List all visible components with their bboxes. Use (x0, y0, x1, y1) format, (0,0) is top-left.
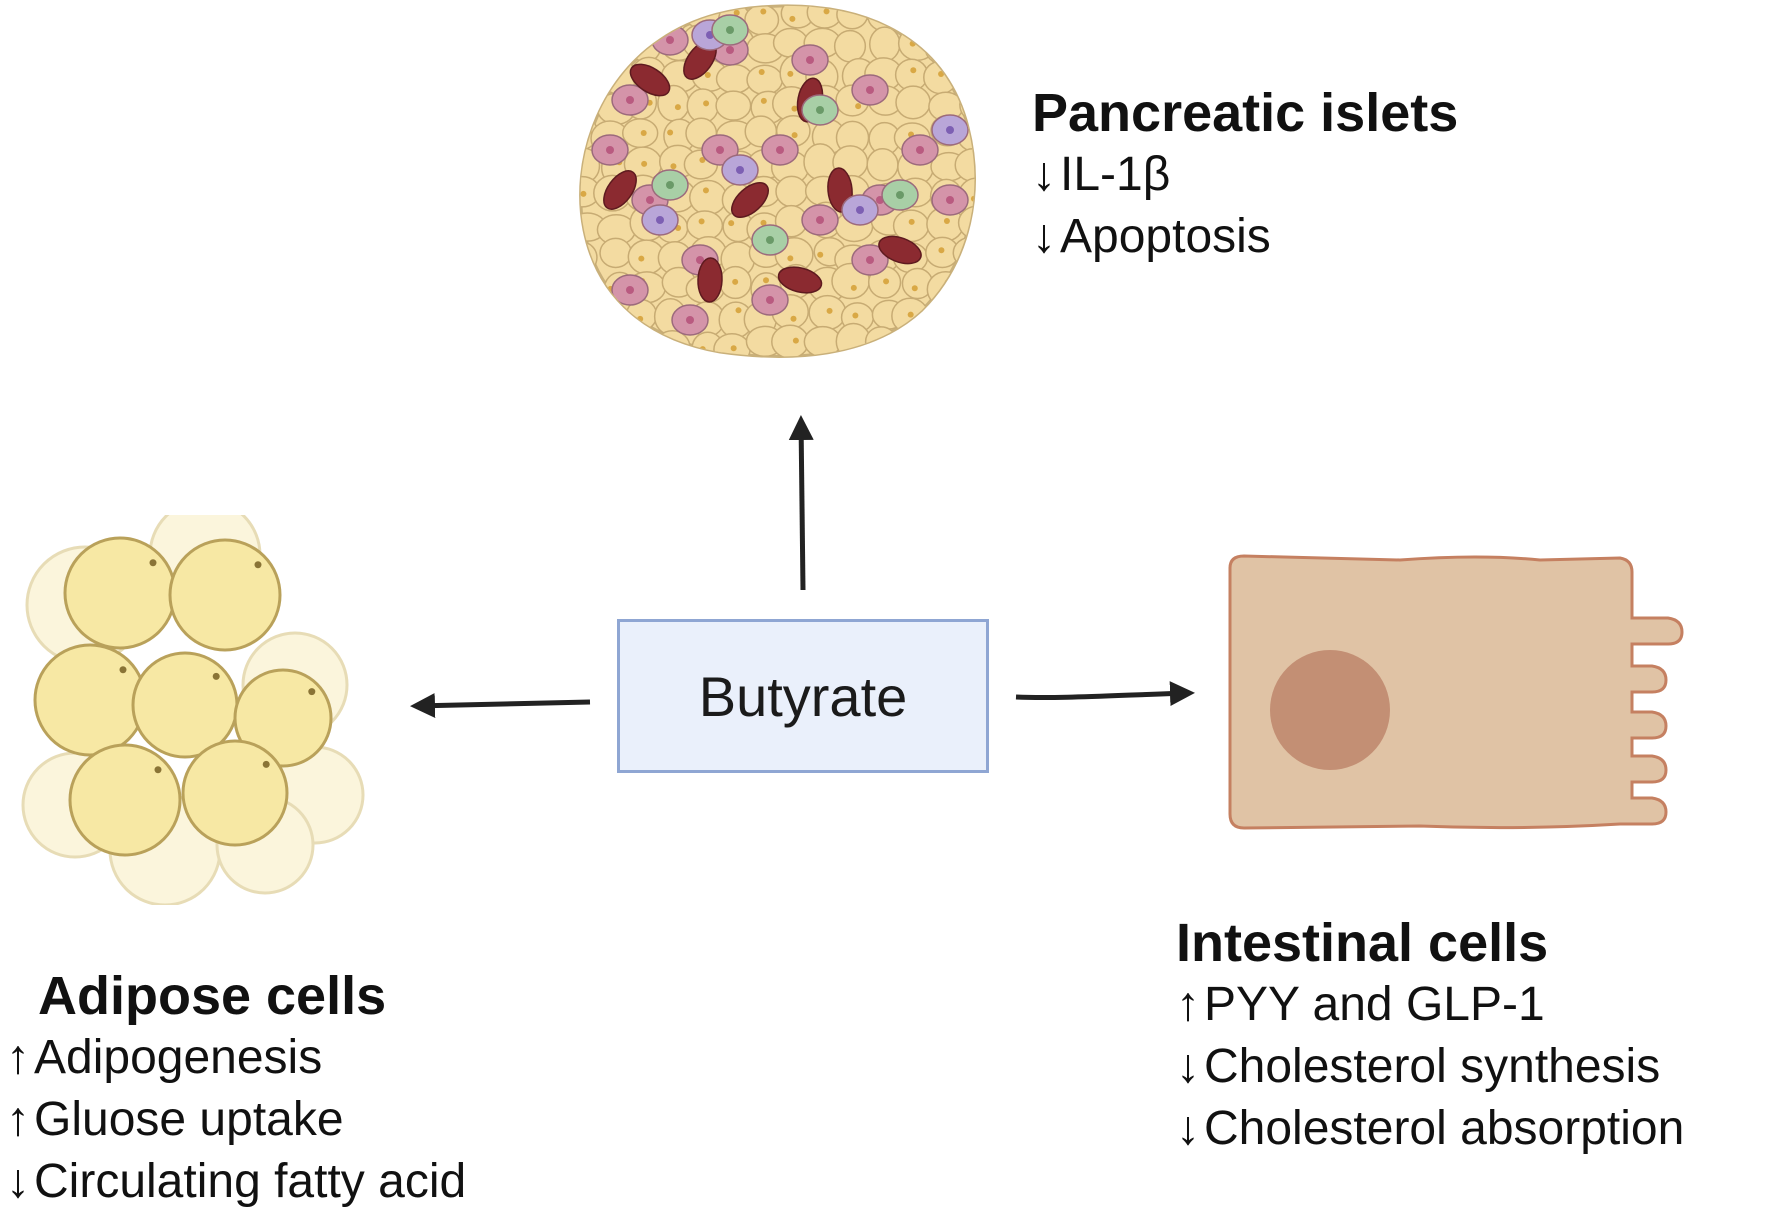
arrow-to-intestinal (1015, 681, 1195, 707)
down-arrow-icon: ↓ (1176, 1102, 1200, 1156)
intestinal-effect-text: Cholesterol synthesis (1204, 1040, 1661, 1094)
adipose-effect-0: ↑Adipogenesis (6, 1027, 466, 1089)
adipose-effect-2: ↓Circulating fatty acid (6, 1151, 466, 1213)
down-arrow-icon: ↓ (1176, 1040, 1200, 1094)
adipose-cluster-icon (21, 515, 365, 905)
arrow-to-pancreas (788, 415, 814, 591)
up-arrow-icon: ↑ (1176, 978, 1200, 1032)
arrow-to-adipose (410, 693, 591, 719)
intestinal-effect-2: ↓Cholesterol absorption (1176, 1098, 1684, 1160)
pancreas-label-group: Pancreatic islets ↓IL-1β↓Apoptosis (1032, 82, 1458, 268)
adipose-title: Adipose cells (38, 966, 387, 1026)
intestinal-effect-0: ↑PYY and GLP-1 (1176, 974, 1684, 1036)
pancreas-title: Pancreatic islets (1032, 83, 1459, 143)
adipose-effect-text: Adipogenesis (34, 1031, 323, 1085)
up-arrow-icon: ↑ (6, 1031, 30, 1085)
adipose-label-group: Adipose cells ↑Adipogenesis↑Gluose uptak… (6, 965, 466, 1213)
pancreas-effect-1: ↓Apoptosis (1032, 206, 1458, 268)
intestinal-effect-text: Cholesterol absorption (1204, 1102, 1685, 1156)
adipose-effect-text: Gluose uptake (34, 1093, 344, 1147)
intestinal-effect-1: ↓Cholesterol synthesis (1176, 1036, 1684, 1098)
down-arrow-icon: ↓ (1032, 210, 1056, 264)
pancreatic-islet-icon (579, 4, 976, 358)
adipose-effect-text: Circulating fatty acid (34, 1155, 467, 1209)
intestinal-label-group: Intestinal cells ↑PYY and GLP-1↓Choleste… (1176, 912, 1684, 1160)
adipose-effect-1: ↑Gluose uptake (6, 1089, 466, 1151)
down-arrow-icon: ↓ (6, 1155, 30, 1209)
down-arrow-icon: ↓ (1032, 148, 1056, 202)
butyrate-label: Butyrate (698, 664, 908, 728)
intestinal-effect-text: PYY and GLP-1 (1204, 978, 1545, 1032)
intestinal-title: Intestinal cells (1176, 913, 1549, 973)
pancreas-effect-text: IL-1β (1060, 148, 1171, 202)
up-arrow-icon: ↑ (6, 1093, 30, 1147)
intestinal-effects: ↑PYY and GLP-1↓Cholesterol synthesis↓Cho… (1176, 974, 1684, 1160)
pancreas-effect-text: Apoptosis (1060, 210, 1271, 264)
adipose-effects: ↑Adipogenesis↑Gluose uptake↓Circulating … (6, 1027, 466, 1213)
pancreas-effect-0: ↓IL-1β (1032, 144, 1458, 206)
butyrate-box: Butyrate (617, 619, 989, 773)
intestinal-cell-icon (1228, 554, 1684, 830)
pancreas-effects: ↓IL-1β↓Apoptosis (1032, 144, 1458, 268)
